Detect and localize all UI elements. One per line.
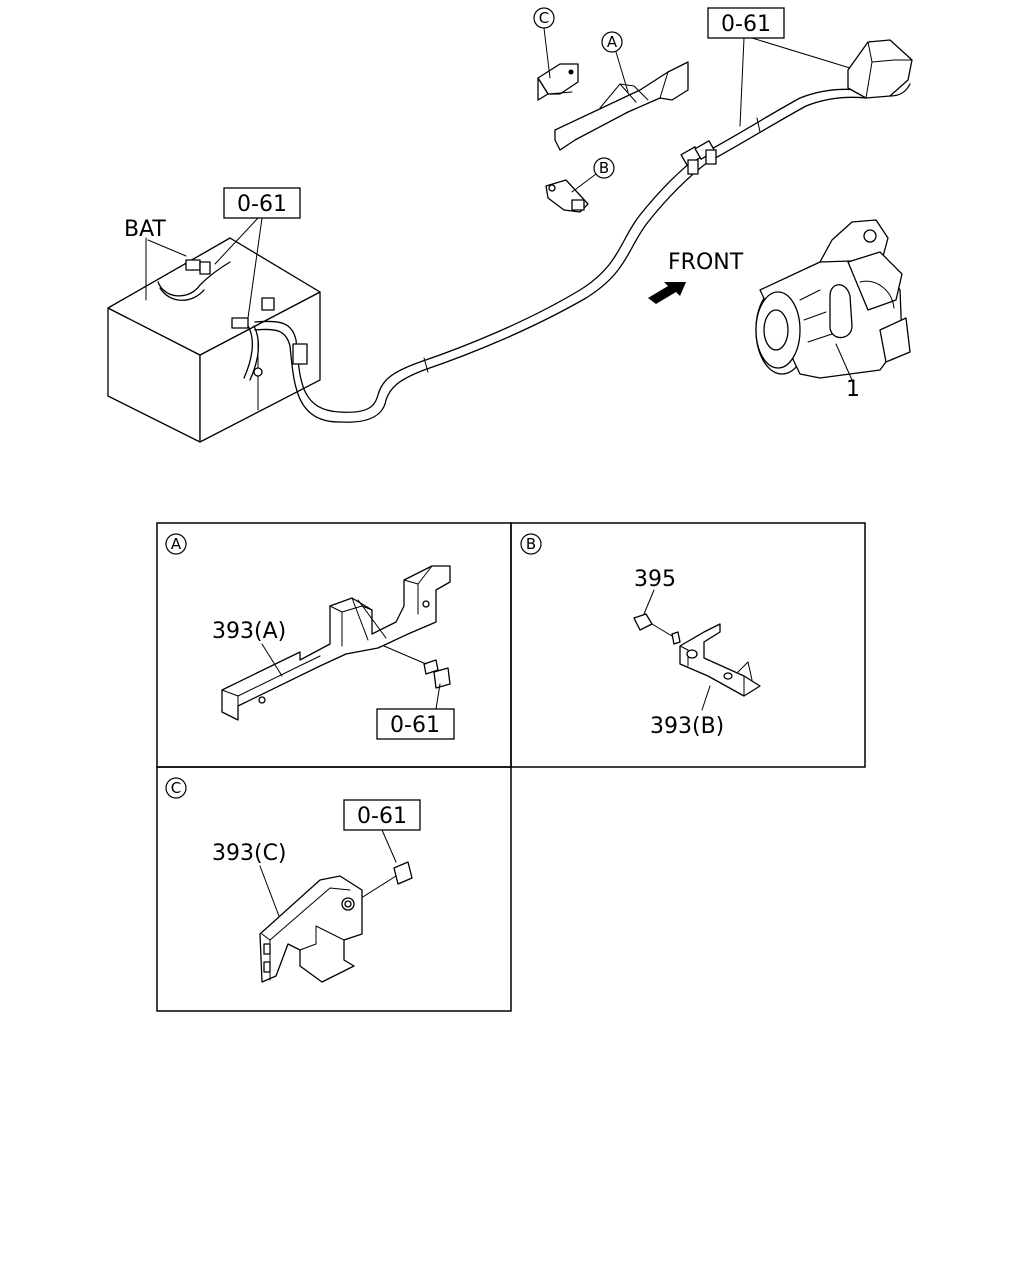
bracket-a-small (554, 61, 689, 151)
part-1-text: 1 (846, 377, 860, 402)
callout-a-text: A (607, 33, 618, 51)
bracket-b-small (545, 179, 589, 213)
callout-b-text: B (599, 159, 609, 177)
panel-a-ref: 0-61 (390, 713, 440, 738)
panel-b: B 395 393(B) (520, 533, 761, 739)
battery (107, 237, 321, 443)
ref-box-top-right: 0-61 (707, 7, 851, 127)
ref-top-right-text: 0-61 (721, 12, 771, 37)
label-bat-group: BAT (124, 217, 187, 301)
panel-b-part: 393(B) (650, 714, 724, 739)
callout-b-top: B (571, 157, 615, 193)
ref-top-left-text: 0-61 (237, 192, 287, 217)
battery-cable (254, 39, 913, 423)
panel-a-part: 393(A) (212, 619, 286, 644)
callout-a-top: A (601, 31, 629, 93)
bracket-c-small (537, 63, 579, 101)
part-1-label: 1 (846, 377, 860, 402)
panel-c-tag: C (171, 779, 181, 797)
panel-a: A 393(A) 0-61 (165, 533, 455, 740)
panel-a-tag: A (171, 535, 182, 553)
callout-c-top: C (533, 7, 555, 79)
panel-c-part: 393(C) (212, 841, 287, 866)
starter-motor (755, 219, 911, 381)
panel-b-tag: B (526, 535, 536, 553)
ref-box-top-left: 0-61 (214, 187, 301, 319)
panel-b-nut: 395 (634, 567, 676, 592)
label-front: FRONT (668, 250, 744, 275)
front-arrow (648, 282, 686, 304)
detail-panels (156, 522, 866, 1012)
label-bat: BAT (124, 217, 166, 242)
panel-c: C 393(C) 0-61 (165, 777, 421, 983)
panel-c-ref: 0-61 (357, 804, 407, 829)
callout-c-text: C (539, 9, 549, 27)
